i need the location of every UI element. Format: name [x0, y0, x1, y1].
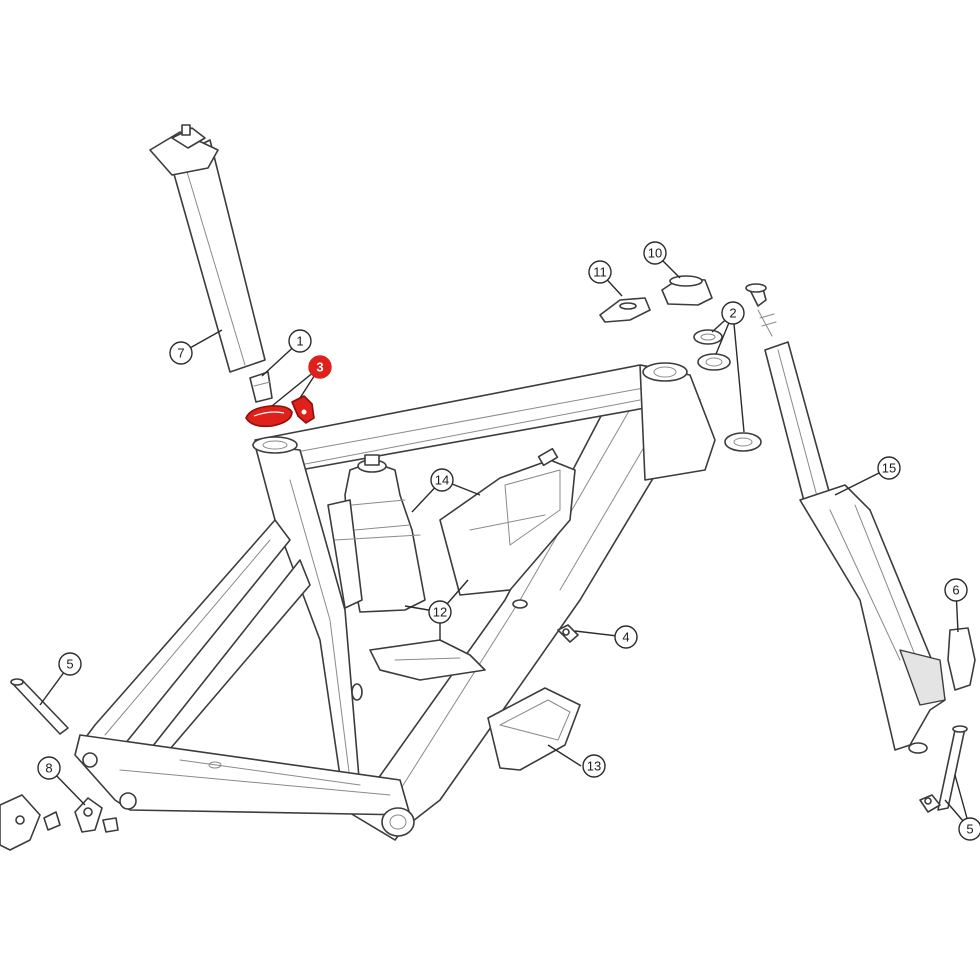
callout-11: 11 — [588, 260, 612, 284]
callout-4: 4 — [614, 625, 638, 649]
fork — [764, 341, 946, 754]
callout-5-rear: 5 — [58, 652, 82, 676]
callout-label: 2 — [729, 306, 736, 321]
callout-label: 15 — [882, 461, 896, 476]
callout-15: 15 — [877, 456, 901, 480]
callout-label: 11 — [593, 265, 607, 280]
headset-bearings — [693, 283, 777, 452]
seatpost — [149, 124, 266, 373]
rear-thru-axle — [10, 678, 69, 735]
seatpost-wedge — [249, 371, 273, 403]
callout-label: 1 — [296, 334, 303, 349]
callout-5-front: 5 — [958, 817, 980, 841]
callout-label: 3 — [316, 360, 323, 375]
callout-label: 10 — [648, 246, 662, 261]
callout-label: 6 — [952, 583, 959, 598]
callout-label: 7 — [177, 346, 184, 361]
cable-port — [557, 624, 579, 643]
callout-1: 1 — [288, 329, 312, 353]
callout-8: 8 — [37, 756, 61, 780]
callout-2: 2 — [721, 301, 745, 325]
callout-12: 12 — [428, 600, 452, 624]
callout-label: 8 — [45, 761, 52, 776]
fork-mount — [947, 627, 976, 691]
derailleur-hanger — [0, 794, 119, 851]
callout-label: 5 — [66, 657, 73, 672]
callout-7: 7 — [169, 341, 193, 365]
front-thru-axle — [919, 725, 968, 813]
callout-label: 14 — [435, 473, 449, 488]
callout-6: 6 — [944, 578, 968, 602]
callout-3-highlighted: 3 — [308, 355, 332, 379]
callout-14: 14 — [430, 468, 454, 492]
callout-label: 13 — [587, 759, 601, 774]
headset-spacer-11 — [599, 297, 651, 323]
callout-13: 13 — [582, 754, 606, 778]
callout-label: 12 — [433, 605, 447, 620]
bike-frame — [74, 362, 716, 841]
callout-label: 5 — [966, 822, 973, 837]
callout-label: 4 — [622, 630, 629, 645]
highlighted-seat-clamp — [245, 395, 315, 428]
headset-cover-10 — [661, 275, 713, 306]
callout-10: 10 — [643, 241, 667, 265]
battery-cover — [487, 687, 581, 771]
